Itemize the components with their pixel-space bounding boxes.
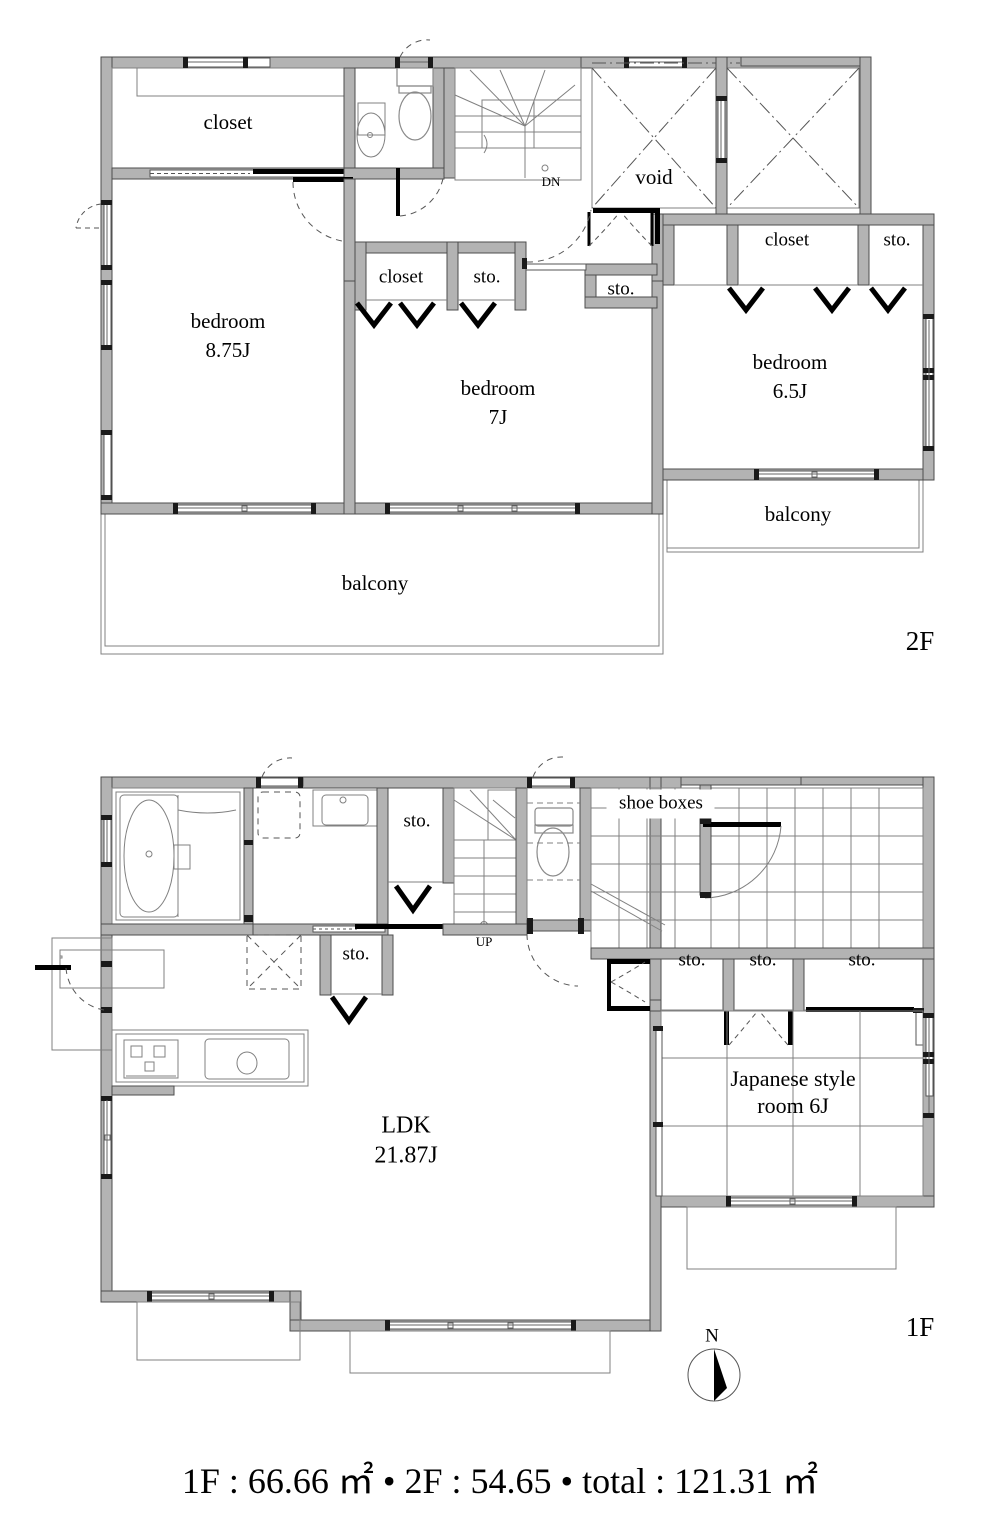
label-closet-bedroom7: closet — [379, 266, 424, 287]
label-japanese-room: Japanese style — [730, 1066, 855, 1091]
room-bedroom-65: bedroom 6.5J — [753, 314, 934, 480]
label-sto-bedroom65: sto. — [884, 229, 911, 250]
closet-band-bedroom65: closet sto. — [662, 224, 923, 315]
room-washroom-1f — [252, 757, 445, 936]
label-balcony-east: balcony — [765, 502, 832, 526]
label-closet-bedroom65: closet — [765, 229, 810, 250]
label-closet-2f: closet — [204, 110, 253, 134]
label-bedroom-875-size: 8.75J — [206, 338, 251, 362]
room-bedroom-7: bedroom 7J — [385, 280, 664, 515]
label-ldk-size: 21.87J — [374, 1143, 437, 1169]
label-north: N — [705, 1325, 719, 1346]
floor-plan-2f: closet — [75, 39, 935, 656]
label-japanese-room-size: room 6J — [757, 1093, 829, 1118]
label-bedroom-7: bedroom — [461, 376, 536, 400]
label-balcony-main: balcony — [342, 571, 409, 595]
sto-hall-upper-1f: sto. — [388, 787, 455, 915]
room-japanese-1f: Japanese style room 6J — [653, 1010, 934, 1270]
label-void: void — [635, 165, 673, 189]
label-sto-1: sto. — [679, 949, 706, 970]
stairs-2f: DN — [443, 67, 582, 189]
room-closet-2f: closet — [111, 57, 351, 180]
floor-tag-2f: 2F — [906, 626, 935, 656]
label-bedroom-875: bedroom — [191, 309, 266, 333]
label-sto-bedroom7: sto. — [474, 266, 501, 287]
floor-plan-1f: sto. sto. — [35, 756, 935, 1374]
room-ldk-1f: LDK 21.87J — [35, 937, 611, 1374]
label-sto-hall-2f: sto. — [608, 278, 635, 299]
compass-rose: N — [687, 1325, 741, 1402]
label-up: UP — [476, 934, 493, 949]
label-sto-upper-1f: sto. — [404, 810, 431, 831]
label-sto-3: sto. — [849, 949, 876, 970]
sto-kitchen-1f: sto. — [246, 934, 394, 1026]
stairs-1f: UP — [442, 787, 528, 949]
entry-hall-1f: shoe boxes — [590, 784, 935, 960]
label-bedroom-7-size: 7J — [489, 405, 508, 429]
label-ldk: LDK — [381, 1113, 431, 1139]
room-bathroom-1f — [100, 787, 254, 936]
label-sto-2: sto. — [750, 949, 777, 970]
label-sto-kitchen-1f: sto. — [343, 943, 370, 964]
closet-band-bedroom7: closet sto. — [354, 241, 527, 330]
floor-tag-1f: 1F — [906, 1312, 935, 1342]
label-bedroom-65: bedroom — [753, 350, 828, 374]
sto-hall-2f: sto. — [522, 208, 660, 309]
room-bedroom-875: bedroom 8.75J — [75, 177, 356, 515]
area-caption-text: 1F : 66.66 ㎡ • 2F : 54.65 • total : 121.… — [181, 1461, 819, 1501]
area-caption: 1F : 66.66 ㎡ • 2F : 54.65 • total : 121.… — [0, 1452, 1000, 1504]
label-dn: DN — [542, 174, 561, 189]
label-bedroom-65-size: 6.5J — [773, 379, 807, 403]
label-shoe-boxes: shoe boxes — [619, 792, 703, 813]
